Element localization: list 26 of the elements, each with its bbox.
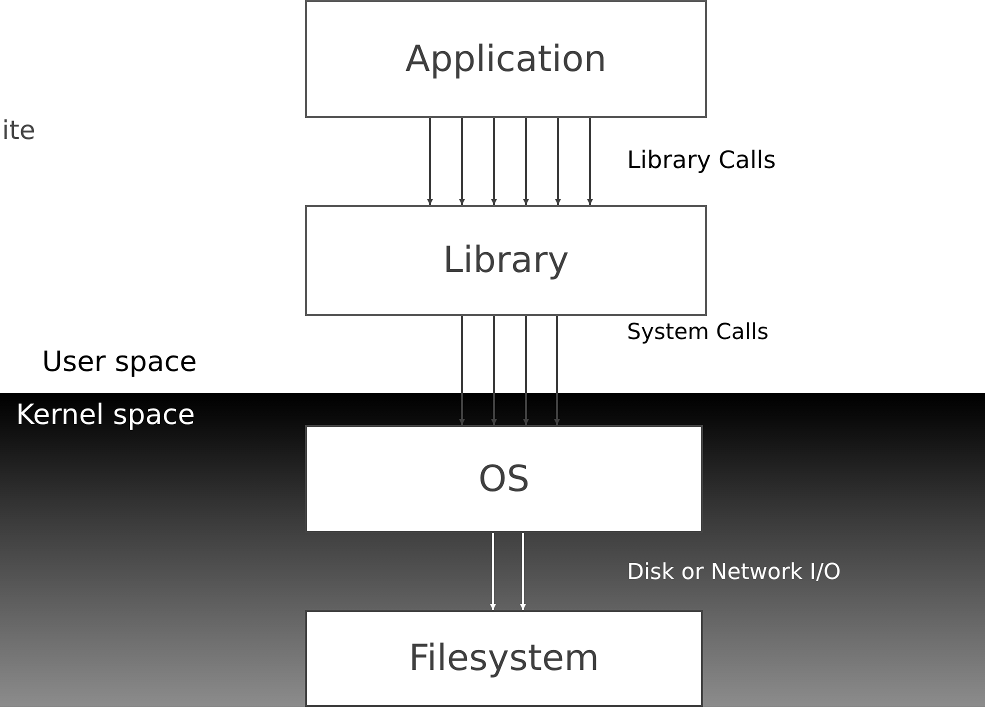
arrow: [587, 118, 593, 205]
arrow: [491, 316, 497, 425]
arrow: [555, 118, 561, 205]
arrow: [427, 118, 433, 205]
layer-box: [305, 0, 707, 118]
box-label: Filesystem: [408, 638, 600, 679]
layer-box: [305, 425, 703, 533]
arrow: [554, 316, 560, 425]
arrow: [523, 118, 529, 205]
edge-group-label: System Calls: [627, 320, 769, 345]
arrow: [459, 118, 465, 205]
arrow: [491, 118, 497, 205]
layer-box: [305, 205, 707, 316]
box-label: Application: [405, 38, 607, 80]
edge-group-label: Library Calls: [627, 146, 776, 174]
box-label: Library: [443, 240, 569, 281]
layer-box: [305, 610, 703, 707]
arrow: [520, 533, 526, 610]
text-fragment: ite: [2, 116, 36, 146]
edge-group-label: Disk or Network I/O: [627, 560, 841, 585]
arrow: [459, 316, 465, 425]
arrow: [523, 316, 529, 425]
arrow: [490, 533, 496, 610]
box-label: OS: [478, 458, 530, 500]
region-label: User space: [42, 345, 197, 378]
region-label: Kernel space: [16, 398, 196, 431]
